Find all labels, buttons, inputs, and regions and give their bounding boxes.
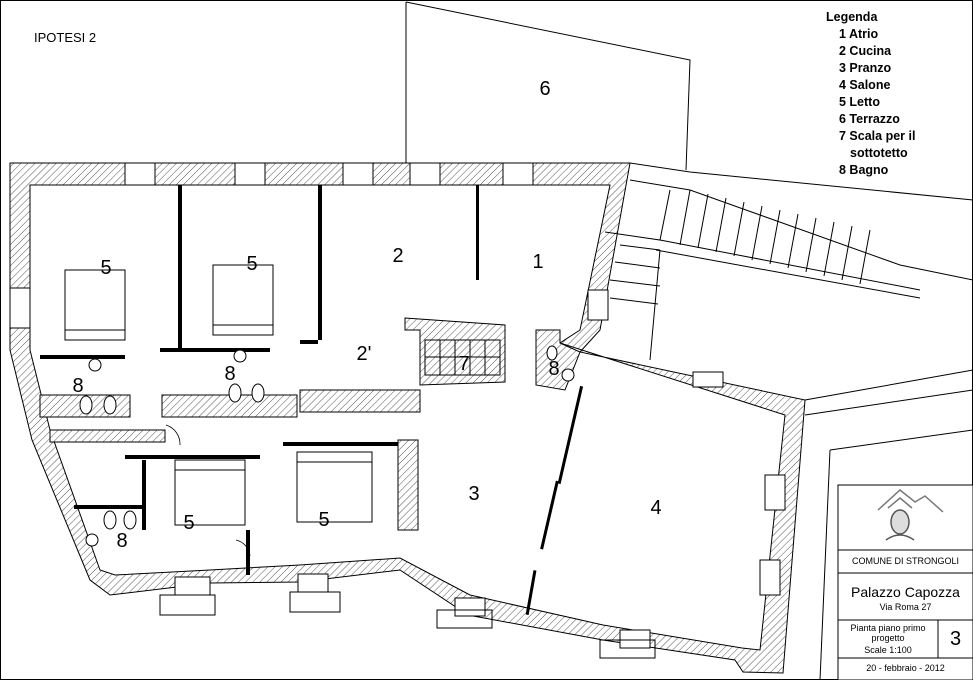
interior-walls: [40, 185, 584, 615]
room-label-terrazzo: 6: [539, 78, 550, 100]
room-label-atrio: 1: [532, 251, 543, 273]
room-label-letto-b: 5: [246, 253, 257, 275]
terrace-wall-right: [405, 1, 691, 171]
doors: [165, 424, 251, 557]
room-label-scala: 7: [458, 353, 469, 375]
legend-item: 6 Terrazzo: [839, 112, 900, 126]
title-block-sheet-number: 3: [949, 628, 962, 650]
beds: [64, 264, 373, 526]
legend-item: 2 Cucina: [839, 44, 892, 58]
legend-item: 7 Scala per il: [839, 129, 916, 143]
external-staircase: [604, 162, 973, 680]
title-block-date: 20 - febbraio - 2012: [866, 663, 945, 673]
room-label-bagno-d: 8: [548, 358, 559, 380]
title-block-drawing-line1: Pianta piano primo: [850, 623, 926, 633]
balconies: [159, 591, 656, 659]
room-label-bagno-a: 8: [72, 375, 83, 397]
room-label-cucina-alt: 2': [357, 343, 372, 365]
room-label-salone: 4: [650, 497, 661, 519]
legend-item: 4 Salone: [839, 78, 891, 92]
windows: [9, 162, 786, 649]
title-block-address: Via Roma 27: [879, 602, 932, 612]
room-label-letto-a: 5: [100, 257, 111, 279]
bathroom-fixtures: [79, 345, 575, 547]
room-label-cucina: 2: [392, 245, 403, 267]
legend-item: 1 Atrio: [839, 27, 879, 41]
title-block-scale: Scale 1:100: [864, 645, 912, 655]
legend: Legenda 1 Atrio 2 Cucina 3 Pranzo 4 Salo…: [826, 9, 915, 179]
drawing-title: IPOTESI 2: [34, 30, 97, 45]
legend-item: 8 Bagno: [839, 163, 889, 177]
internal-stair-7: [424, 339, 501, 376]
legend-item: 3 Pranzo: [839, 61, 892, 75]
interior-wall-blocks: [39, 317, 581, 531]
title-block-drawing-line2: progetto: [871, 633, 905, 643]
legend-title: Legenda: [826, 10, 878, 24]
room-label-letto-d: 5: [318, 509, 329, 531]
room-label-bagno-b: 8: [224, 363, 235, 385]
title-block-comune: COMUNE DI STRONGOLI: [851, 556, 959, 566]
legend-item: 5 Letto: [839, 95, 880, 109]
legend-item: sottotetto: [850, 146, 908, 160]
room-label-bagno-c: 8: [116, 530, 127, 552]
outer-wall: [9, 162, 806, 674]
comune-logo: [877, 489, 944, 541]
room-label-pranzo: 3: [468, 483, 479, 505]
title-block-building: Palazzo Capozza: [851, 584, 960, 600]
room-label-letto-c: 5: [183, 512, 194, 534]
